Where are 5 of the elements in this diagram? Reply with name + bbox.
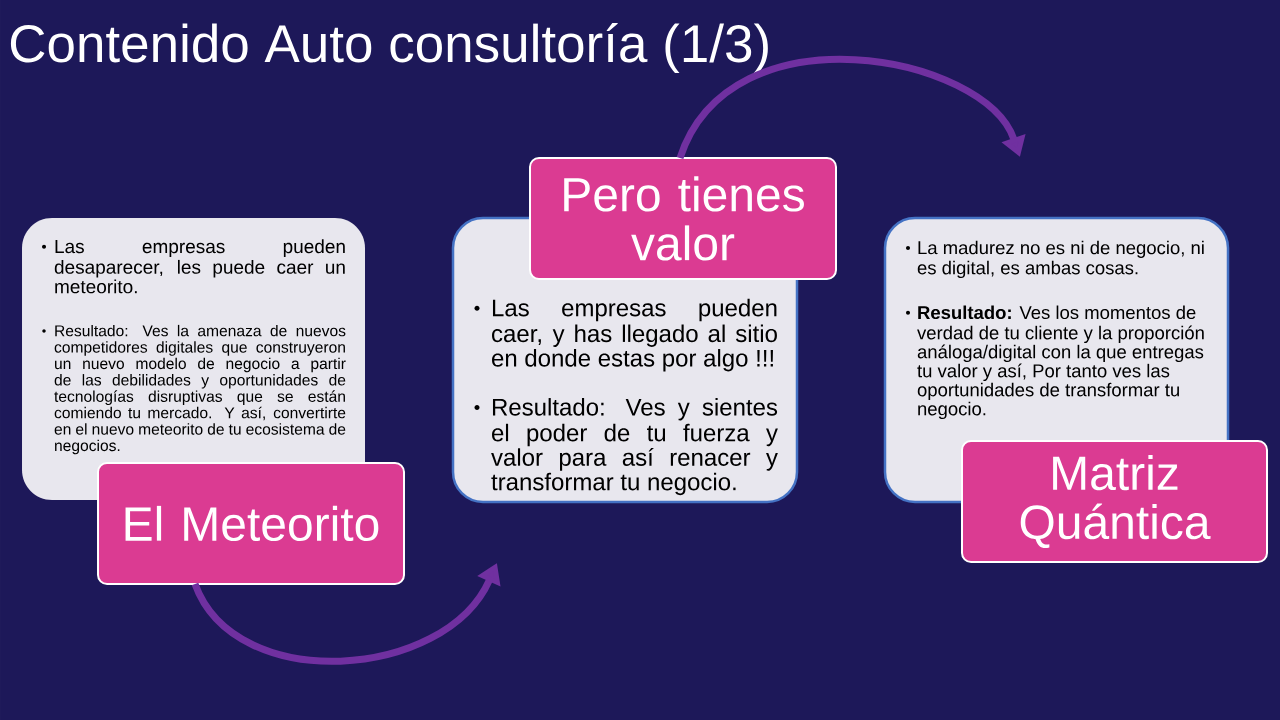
curved-arrow — [676, 56, 1026, 160]
heading-box: Pero tienes valor — [529, 157, 837, 280]
slide-title: Contenido Auto consultoría (1/3) — [10, 23, 768, 73]
heading-box: Matriz Quántica — [961, 440, 1268, 563]
heading-box: El Meteorito — [97, 462, 405, 585]
